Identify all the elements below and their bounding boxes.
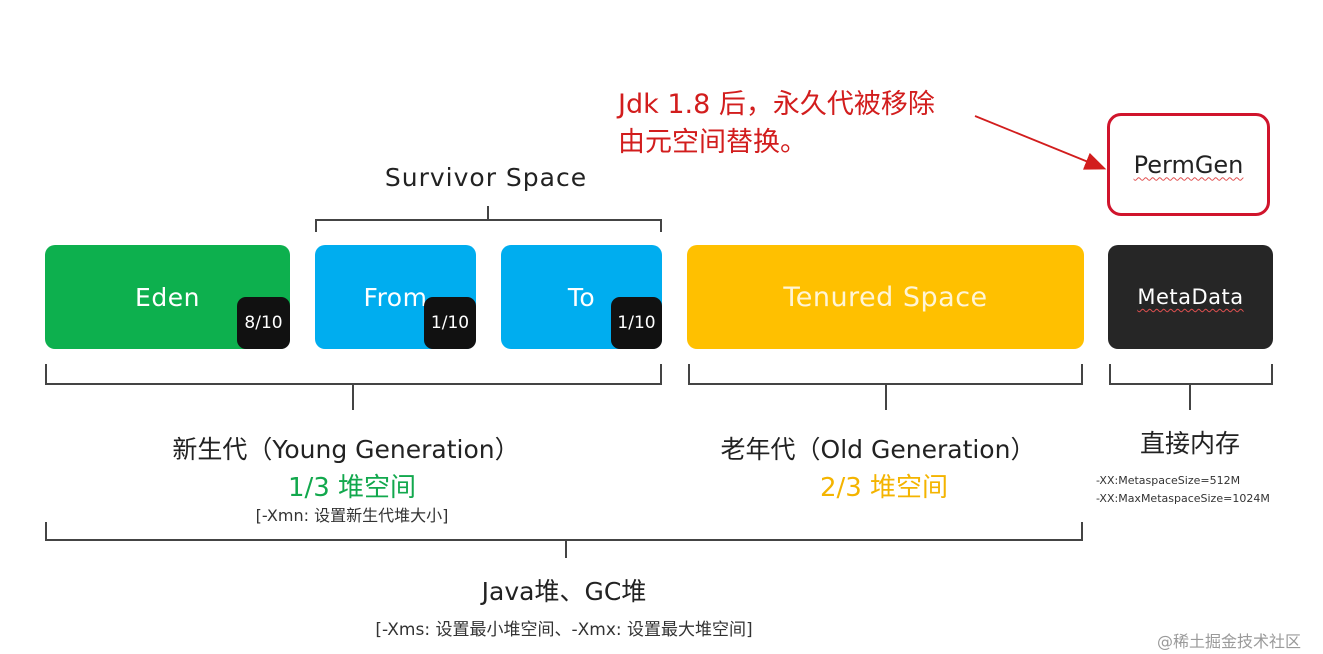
java-heap-param: [-Xms: 设置最小堆空间、-Xmx: 设置最大堆空间] [375, 620, 753, 640]
young-generation-title: 新生代（Young Generation） [172, 435, 520, 464]
young-generation-param: [-Xmn: 设置新生代堆大小] [255, 506, 449, 525]
annotation-text: Jdk 1.8 后，永久代被移除 由元空间替换。 [618, 86, 935, 162]
direct-memory-title: 直接内存 [1139, 429, 1241, 458]
young-bracket [45, 364, 662, 410]
watermark: @稀土掘金技术社区 [1157, 632, 1302, 651]
eden-ratio-badge: 8/10 [237, 297, 290, 349]
permgen-box: PermGen [1107, 113, 1270, 216]
old-bracket [688, 364, 1083, 410]
max-metaspace-size-param: -XX:MaxMetaspaceSize=1024M [1096, 492, 1270, 505]
old-generation-share: 2/3 堆空间 [819, 473, 949, 503]
metaspace-size-param: -XX:MetaspaceSize=512M [1096, 474, 1241, 487]
annotation-arrow [974, 115, 1107, 170]
to-label: To [567, 282, 596, 312]
metadata-bracket [1109, 364, 1273, 410]
to-ratio-badge: 1/10 [611, 297, 662, 349]
old-generation-title: 老年代（Old Generation） [720, 435, 1036, 464]
java-heap-title: Java堆、GC堆 [481, 577, 647, 606]
permgen-label: PermGen [1133, 150, 1244, 179]
metadata-label: MetaData [1137, 285, 1244, 309]
tenured-space-label: Tenured Space [783, 281, 988, 313]
young-generation-share: 1/3 堆空间 [287, 473, 417, 503]
metadata-box: MetaData [1108, 245, 1273, 349]
annotation-line-1: Jdk 1.8 后，永久代被移除 [618, 89, 935, 120]
tenured-space-box: Tenured Space [687, 245, 1084, 349]
annotation-line-2: 由元空间替换。 [618, 127, 807, 158]
from-ratio-badge: 1/10 [424, 297, 476, 349]
survivor-space-label: Survivor Space [384, 163, 588, 192]
from-label: From [363, 282, 428, 312]
survivor-bracket [315, 206, 662, 232]
heap-bracket [45, 522, 1083, 558]
eden-label: Eden [135, 282, 200, 312]
